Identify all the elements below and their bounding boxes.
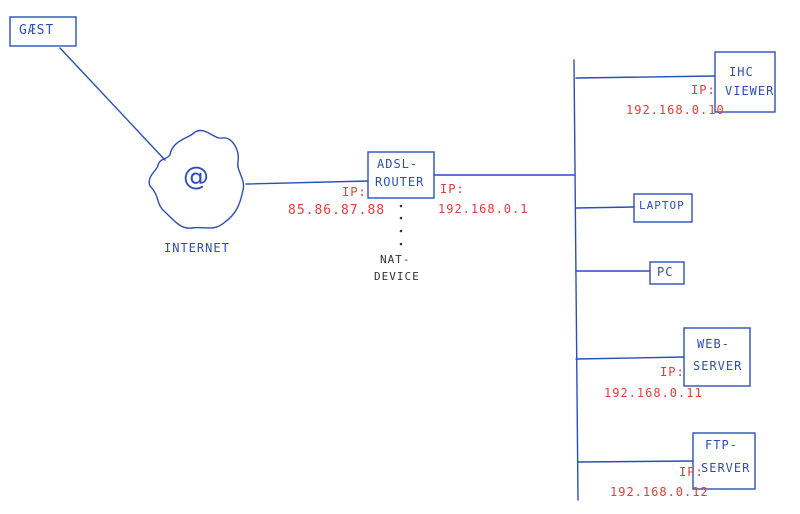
ihc-viewer-label-line2: VIEWER [725, 84, 775, 98]
lan-backbone [573, 59, 579, 501]
router-label-line1: ADSL- [377, 157, 419, 171]
web-server-link [575, 356, 685, 360]
web-server-ip-label: IP: [660, 365, 685, 379]
guest-internet-link [59, 47, 166, 161]
ihc-viewer-link [575, 75, 716, 79]
router-wan-ip-label: IP: [342, 185, 367, 199]
web-server-label-line2: SERVER [693, 359, 743, 373]
ihc-viewer-ip: 192.168.0.10 [626, 103, 725, 117]
internet-router-link [245, 180, 369, 185]
laptop-label: LAPTOP [639, 199, 685, 212]
ftp-server-label-line2: SERVER [701, 461, 751, 475]
ihc-viewer-label-line1: IHC [729, 65, 754, 79]
ftp-server-ip-label: IP: [679, 465, 704, 479]
pc-box [649, 261, 685, 285]
guest-label: GÆST [19, 23, 55, 38]
guest-box [9, 16, 77, 47]
ihc-viewer-ip-label: IP: [691, 83, 716, 97]
at-icon: @ [183, 162, 210, 192]
internet-label: INTERNET [164, 241, 230, 255]
internet-cloud [148, 129, 245, 229]
router-wan-ip: 85.86.87.88 [288, 203, 386, 218]
web-server-label-line1: WEB- [697, 337, 730, 351]
web-server-box [683, 327, 751, 387]
ftp-server-ip: 192.168.0.12 [610, 485, 709, 499]
ftp-server-box [692, 432, 756, 490]
router-label-line2: ROUTER [375, 175, 425, 189]
laptop-box [633, 193, 693, 223]
ftp-server-label-line1: FTP- [705, 438, 738, 452]
router-lan-ip-label: IP: [440, 182, 465, 196]
ftp-server-link [577, 460, 694, 463]
nat-label-line1: NAT- [380, 253, 411, 266]
web-server-ip: 192.168.0.11 [604, 386, 703, 400]
router-lan-ip: 192.168.0.1 [438, 202, 529, 216]
pc-label: PC [657, 265, 674, 279]
nat-label-line2: DEVICE [374, 270, 420, 283]
laptop-link [575, 206, 635, 209]
nat-dots [399, 204, 403, 246]
ihc-viewer-box [714, 51, 776, 113]
